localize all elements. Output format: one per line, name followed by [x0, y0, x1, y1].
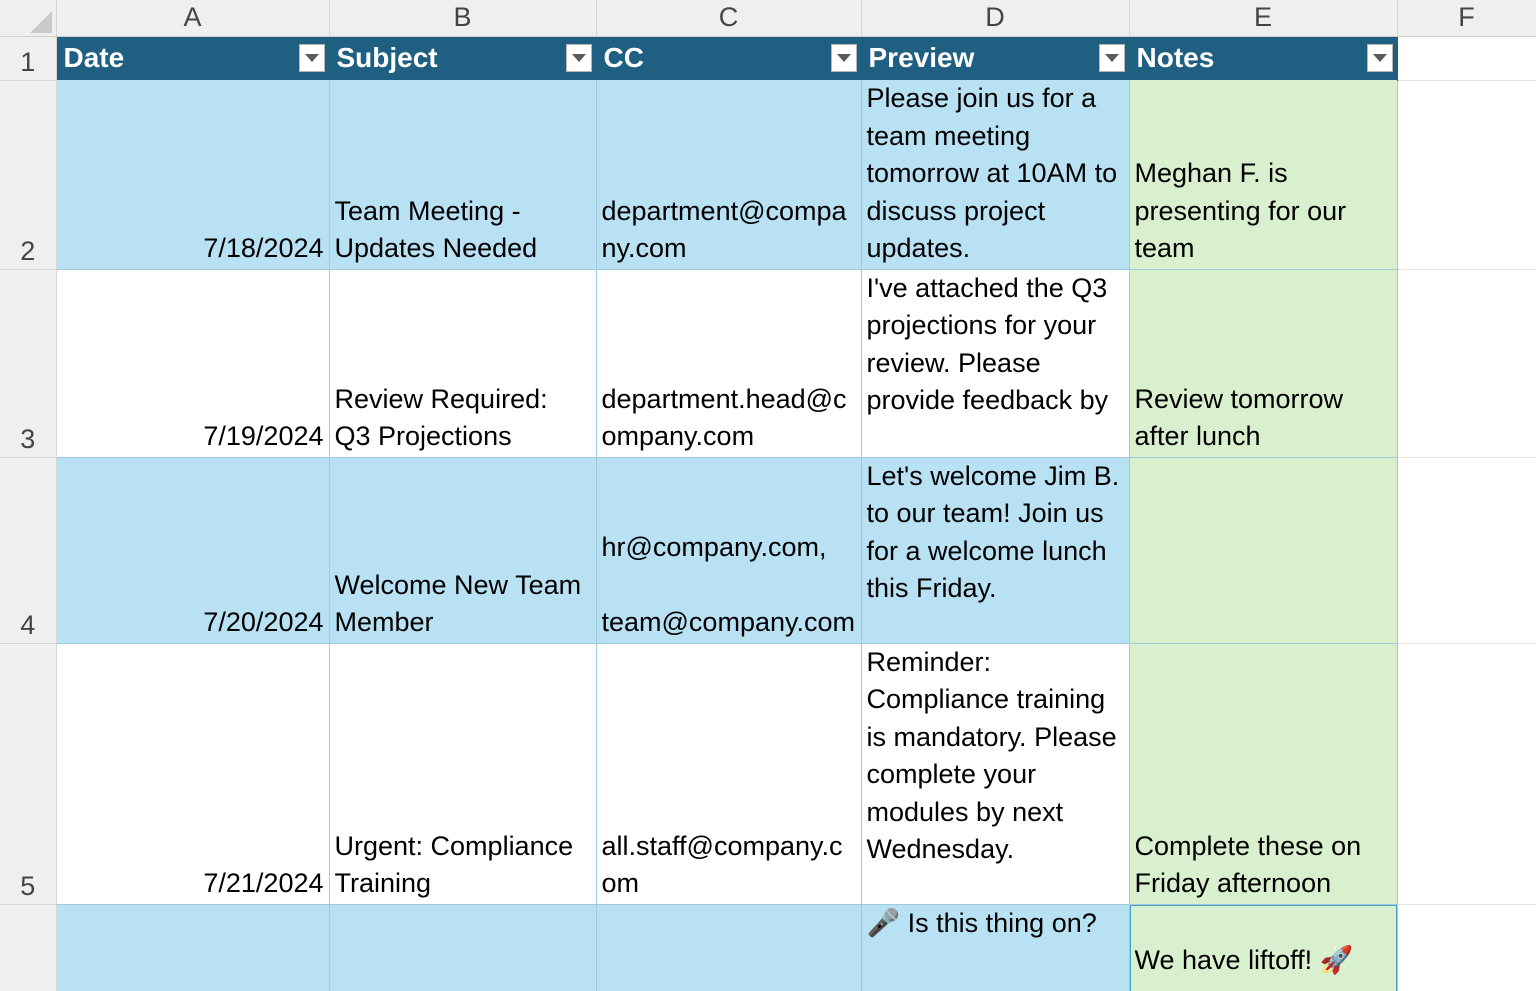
table-row[interactable]: 4 7/20/2024 Welcome New Team Member hr@c… [0, 457, 1536, 644]
filter-dropdown-icon-date[interactable] [298, 44, 325, 73]
filter-dropdown-icon-preview[interactable] [1098, 44, 1125, 73]
chevron-down-icon [304, 54, 319, 63]
cell-E2[interactable]: Meghan F. is presenting for our team [1129, 80, 1398, 270]
table-header-notes[interactable]: Notes [1129, 36, 1398, 80]
column-header-c[interactable]: C [596, 0, 862, 37]
cell-D5[interactable]: Reminder: Compliance training is mandato… [861, 643, 1130, 905]
row-header-1[interactable]: 1 [0, 36, 57, 81]
cell-F1[interactable] [1397, 36, 1536, 81]
cell-E5[interactable]: Complete these on Friday afternoon [1129, 643, 1398, 905]
table-header-cc[interactable]: CC [596, 36, 862, 80]
column-header-f[interactable]: F [1397, 0, 1536, 37]
cell-A3[interactable]: 7/19/2024 [56, 269, 330, 458]
table-row[interactable]: 5 7/21/2024 Urgent: Compliance Training … [0, 643, 1536, 905]
table-header-notes-label: Notes [1136, 42, 1215, 74]
table-header-preview-label: Preview [868, 42, 975, 74]
column-header-e[interactable]: E [1129, 0, 1398, 37]
select-all-triangle-icon [29, 10, 52, 33]
cell-A5[interactable]: 7/21/2024 [56, 643, 330, 905]
cell-D4[interactable]: Let's welcome Jim B. to our team! Join u… [861, 457, 1130, 644]
cell-E4[interactable] [1129, 457, 1398, 644]
table-header-row: 1 Date Subject CC Preview Notes [0, 36, 1536, 81]
chevron-down-icon [571, 54, 586, 63]
column-header-b[interactable]: B [329, 0, 597, 37]
row-header-2[interactable]: 2 [0, 80, 57, 270]
table-row[interactable]: 3 7/19/2024 Review Required: Q3 Projecti… [0, 269, 1536, 458]
cell-D3[interactable]: I've attached the Q3 projections for you… [861, 269, 1130, 458]
chevron-down-icon [836, 54, 851, 63]
cell-C5[interactable]: all.staff@company.com [596, 643, 862, 905]
cell-F4[interactable] [1397, 457, 1536, 644]
cell-C4[interactable]: hr@company.com, team@company.com [596, 457, 862, 644]
cell-B5[interactable]: Urgent: Compliance Training [329, 643, 597, 905]
cell-E6-text: We have liftoff! 🚀 [1134, 945, 1354, 975]
cell-B2[interactable]: Team Meeting - Updates Needed [329, 80, 597, 270]
filter-dropdown-icon-notes[interactable] [1366, 44, 1393, 73]
row-header-3[interactable]: 3 [0, 269, 57, 458]
table-header-subject[interactable]: Subject [329, 36, 597, 80]
cell-C3[interactable]: department.head@company.com [596, 269, 862, 458]
cell-C6[interactable] [596, 904, 862, 991]
table-header-date-label: Date [63, 42, 125, 74]
cell-E6[interactable]: We have liftoff! 🚀 [1129, 904, 1398, 991]
table-header-subject-label: Subject [336, 42, 438, 74]
row-header-5[interactable]: 5 [0, 643, 57, 905]
column-header-d[interactable]: D [861, 0, 1130, 37]
cell-B3[interactable]: Review Required: Q3 Projections [329, 269, 597, 458]
cell-B6[interactable]: Testing [329, 904, 597, 991]
chevron-down-icon [1104, 54, 1119, 63]
column-header-a[interactable]: A [56, 0, 330, 37]
cell-F6[interactable] [1397, 904, 1536, 991]
cell-A2[interactable]: 7/18/2024 [56, 80, 330, 270]
table-row[interactable]: 2 7/18/2024 Team Meeting - Updates Neede… [0, 80, 1536, 270]
filter-dropdown-icon-subject[interactable] [565, 44, 592, 73]
chevron-down-icon [1372, 54, 1387, 63]
row-header-4[interactable]: 4 [0, 457, 57, 644]
cell-D2[interactable]: Please join us for a team meeting tomorr… [861, 80, 1130, 270]
cell-F3[interactable] [1397, 269, 1536, 458]
cell-A6[interactable]: 7/23/2024 [56, 904, 330, 991]
column-header-row: A B C D E F [0, 0, 1536, 37]
row-header-6[interactable]: 6 [0, 904, 57, 991]
table-header-cc-label: CC [603, 42, 644, 74]
cell-B4[interactable]: Welcome New Team Member [329, 457, 597, 644]
cell-E3[interactable]: Review tomorrow after lunch [1129, 269, 1398, 458]
select-all-corner[interactable] [0, 0, 57, 37]
table-header-date[interactable]: Date [56, 36, 330, 80]
cell-F5[interactable] [1397, 643, 1536, 905]
cell-A4[interactable]: 7/20/2024 [56, 457, 330, 644]
table-row[interactable]: 6 7/23/2024 Testing 🎤 Is this thing on? … [0, 904, 1536, 991]
filter-dropdown-icon-cc[interactable] [830, 44, 857, 73]
cell-F2[interactable] [1397, 80, 1536, 270]
cell-C2[interactable]: department@company.com [596, 80, 862, 270]
table-header-preview[interactable]: Preview [861, 36, 1130, 80]
cell-D6[interactable]: 🎤 Is this thing on? [861, 904, 1130, 991]
